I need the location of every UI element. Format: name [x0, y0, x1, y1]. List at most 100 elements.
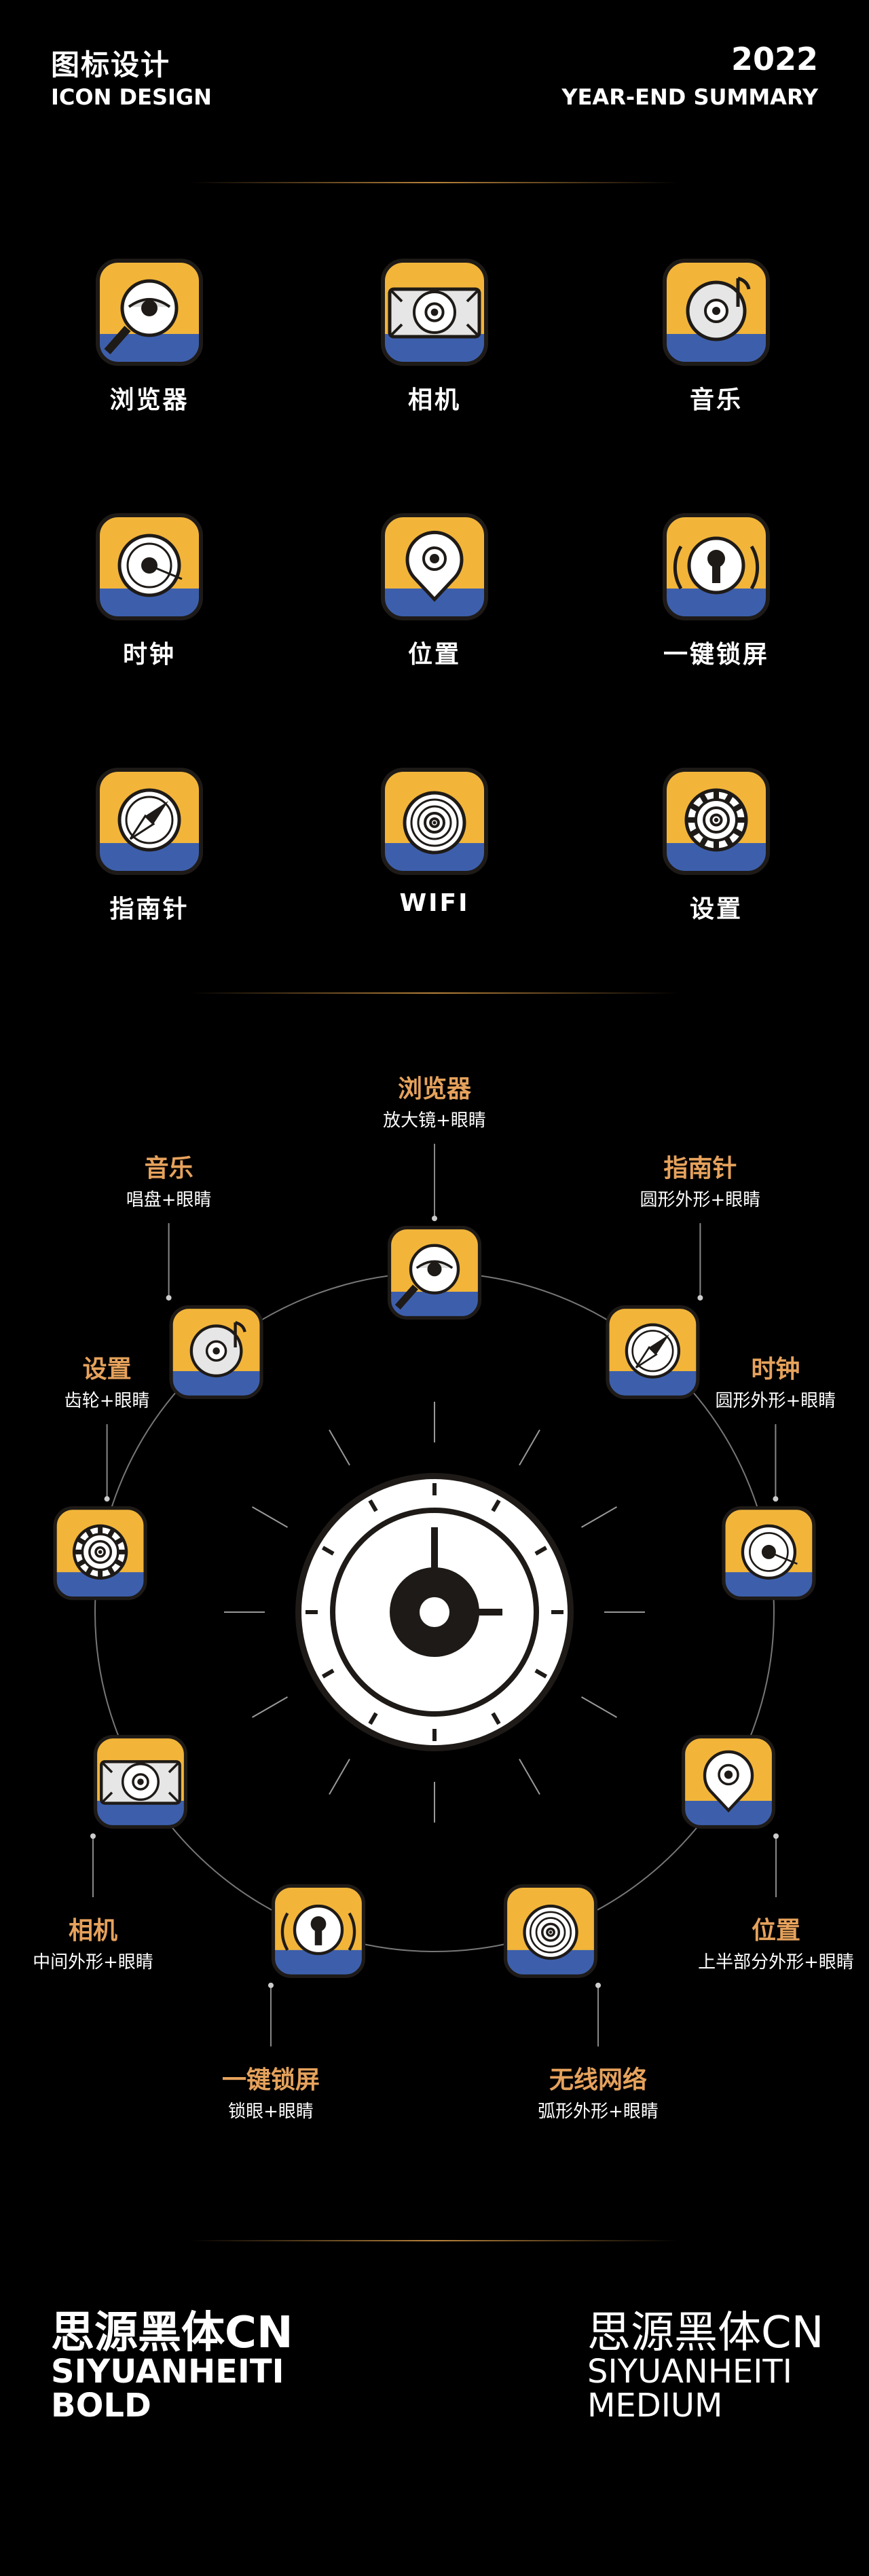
ring-desc: 圆形外形+眼睛	[640, 1189, 761, 1210]
ring-icons	[53, 1225, 816, 1979]
music-icon	[663, 259, 770, 366]
ring-desc: 唱盘+眼睛	[126, 1189, 212, 1210]
ring-leader-lines	[90, 1144, 779, 2047]
header-summary: YEAR-END SUMMARY	[561, 84, 818, 110]
grid-tile-music-icon[interactable]	[662, 258, 771, 367]
grid-tile-clock-icon[interactable]	[95, 512, 204, 621]
ring-node-clock-icon[interactable]	[721, 1506, 816, 1601]
music-icon	[169, 1305, 263, 1400]
camera-icon	[93, 1734, 188, 1829]
compass-icon	[96, 768, 203, 875]
ring-title: 时钟	[751, 1356, 800, 1384]
grid-label: 设置	[689, 895, 743, 923]
divider-bottom	[190, 2240, 679, 2241]
ring-title: 音乐	[144, 1154, 193, 1182]
leader-dot	[267, 1982, 274, 1988]
footer-bold-en2: BOLD	[51, 2387, 151, 2425]
ring-desc: 放大镜+眼睛	[383, 1110, 486, 1131]
ring-node-lock-icon[interactable]	[271, 1884, 366, 1979]
ring-node-wifi-icon[interactable]	[503, 1884, 598, 1979]
ray-line	[329, 1759, 350, 1795]
footer-font-bold: 思源黑体CN SIYUANHEITI BOLD	[51, 2311, 293, 2423]
leader-dot	[773, 1496, 779, 1502]
ring-title: 无线网络	[549, 2066, 647, 2094]
clock-dial-icon	[295, 1473, 574, 1751]
ring-node-camera-icon[interactable]	[93, 1734, 188, 1829]
ring-title: 相机	[68, 1917, 117, 1945]
leader-dot	[166, 1294, 172, 1301]
ring-title: 一键锁屏	[221, 2066, 320, 2094]
browser-icon	[387, 1225, 482, 1320]
header-title-en: ICON DESIGN	[51, 84, 212, 110]
ring-desc: 圆形外形+眼睛	[715, 1391, 836, 1412]
center-rays	[224, 1402, 645, 1823]
ring-title: 设置	[82, 1356, 132, 1384]
grid-label: 相机	[407, 386, 461, 414]
leader-dot	[697, 1294, 703, 1301]
ring-node-music-icon[interactable]	[169, 1305, 264, 1400]
ring-node-browser-icon[interactable]	[387, 1225, 482, 1320]
footer-bold-en1: SIYUANHEITI	[51, 2353, 284, 2391]
wifi-icon	[381, 768, 488, 875]
leader-dot	[595, 1982, 602, 1988]
divider-top	[190, 182, 679, 183]
ray-line	[252, 1506, 288, 1528]
ring-desc: 上半部分外形+眼睛	[698, 1952, 854, 1973]
ring-node-compass-icon[interactable]	[605, 1305, 700, 1400]
ray-line	[581, 1506, 617, 1528]
ray-line	[581, 1696, 617, 1718]
grid-label: 浏览器	[109, 386, 189, 414]
location-icon	[681, 1734, 776, 1829]
grid-label: 位置	[407, 641, 461, 669]
ring-node-settings-icon[interactable]	[53, 1506, 148, 1601]
ring-desc: 弧形外形+眼睛	[538, 2101, 659, 2122]
lock-icon	[663, 513, 770, 620]
ring-desc: 中间外形+眼睛	[33, 1952, 153, 1973]
ring-node-location-icon[interactable]	[681, 1734, 776, 1829]
icon-ring-diagram	[53, 1144, 816, 2047]
clock-icon	[96, 513, 203, 620]
ring-title: 浏览器	[397, 1075, 471, 1103]
leader-dot	[104, 1496, 110, 1502]
settings-icon	[53, 1506, 147, 1601]
lock-icon	[271, 1884, 366, 1978]
leader-dot	[432, 1216, 437, 1221]
ring-desc: 锁眼+眼睛	[228, 2101, 314, 2122]
header-year: 2022	[731, 41, 818, 77]
grid-tile-wifi-icon[interactable]	[380, 767, 489, 876]
grid-tile-compass-icon[interactable]	[95, 767, 204, 876]
footer-medium-cn: 思源黑体CN	[587, 2308, 824, 2358]
footer-medium-en2: MEDIUM	[587, 2387, 723, 2425]
grid-label: 指南针	[109, 895, 189, 923]
grid-label: 音乐	[689, 386, 743, 414]
grid-tile-lock-icon[interactable]	[662, 512, 771, 621]
grid-label: 一键锁屏	[663, 641, 769, 669]
browser-icon	[96, 259, 203, 366]
header-title-cn: 图标设计	[51, 48, 171, 81]
leader-dot	[90, 1833, 96, 1839]
ray-line	[519, 1759, 540, 1795]
grid-tile-browser-icon[interactable]	[95, 258, 204, 367]
grid-label: 时钟	[122, 641, 176, 669]
clock-icon	[722, 1506, 816, 1601]
grid-tile-settings-icon[interactable]	[662, 767, 771, 876]
compass-icon	[606, 1305, 700, 1400]
grid-label: WIFI	[399, 889, 470, 917]
divider-middle	[190, 992, 679, 994]
camera-icon	[381, 259, 488, 366]
ray-line	[329, 1430, 350, 1466]
ring-title: 位置	[751, 1917, 800, 1945]
grid-tile-camera-icon[interactable]	[380, 258, 489, 367]
ring-title: 指南针	[663, 1154, 737, 1182]
location-icon	[381, 513, 488, 620]
settings-icon	[663, 768, 770, 875]
wifi-icon	[503, 1884, 598, 1978]
footer-font-medium: 思源黑体CN SIYUANHEITI MEDIUM	[587, 2311, 824, 2423]
grid-tile-location-icon[interactable]	[380, 512, 489, 621]
ray-line	[252, 1696, 288, 1718]
ray-line	[519, 1430, 540, 1466]
footer-medium-en1: SIYUANHEITI	[587, 2353, 792, 2391]
leader-dot	[773, 1833, 779, 1839]
ring-desc: 齿轮+眼睛	[64, 1391, 150, 1412]
footer-bold-cn: 思源黑体CN	[51, 2308, 293, 2358]
